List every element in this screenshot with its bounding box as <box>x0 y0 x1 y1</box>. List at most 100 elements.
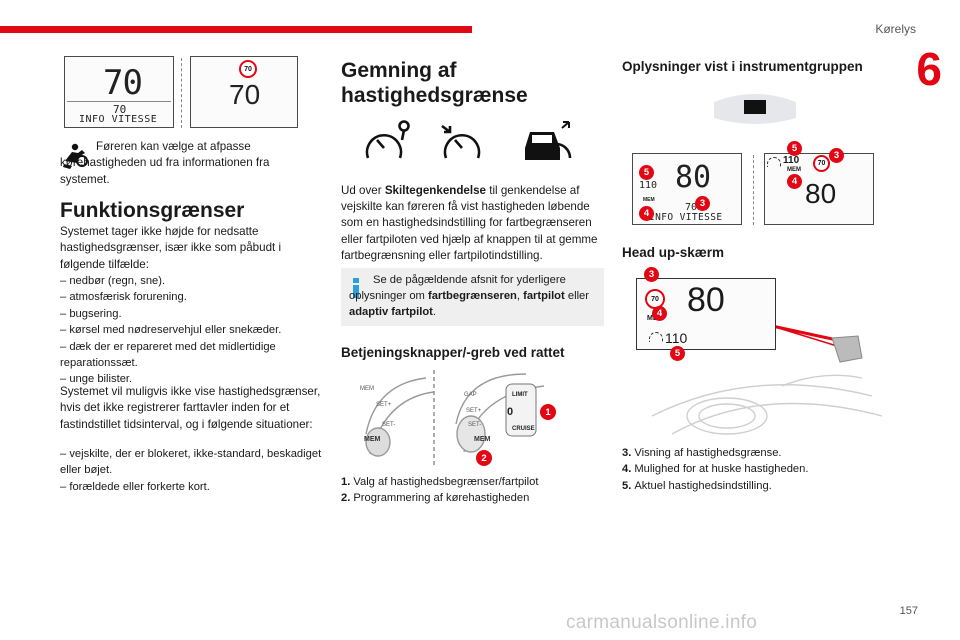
section-heading-memorize: Gemning af hastighedsgrænse <box>341 59 528 107</box>
label-set-plus-2: SET+ <box>466 408 482 414</box>
limits-list-2: – vejskilte, der er blokeret, ikke-stand… <box>60 446 322 495</box>
info-part: . <box>432 306 437 318</box>
hud-speed-big: 80 <box>687 281 725 319</box>
info-part: Se de pågældende afsnit for yderligere o… <box>349 274 566 302</box>
steering-stalk-illustration: MEM SET+ SET- MEM GAP SET+ SET- MEM LIMI… <box>356 364 556 468</box>
item-text: Mulighed for at huske hastigheden. <box>634 463 809 476</box>
list-item: 3.Visning af hastighedsgrænse. <box>622 445 892 461</box>
callout-2: 2 <box>476 450 492 466</box>
list-item: – nedbør (regn, sne). <box>60 275 166 287</box>
speed-display-1: 70 70 INFO VITESSE <box>64 56 174 128</box>
list-item: – unge bilister. <box>60 373 133 386</box>
cluster-panel-b: 110 MEM 70 80 5 3 4 <box>764 141 874 225</box>
hud-speed-small: 110 <box>665 330 688 346</box>
limits-intro: Systemet tager ikke højde for nedsatte h… <box>60 225 282 271</box>
para-text: Ud over <box>341 184 385 197</box>
chapter-color-bar <box>0 26 472 33</box>
display-speed-big: 70 <box>103 63 143 103</box>
callout-5: 5 <box>787 141 802 156</box>
callout-3: 3 <box>829 148 844 163</box>
label-set-plus: SET+ <box>376 402 392 408</box>
speed-display-2: 70 70 <box>190 56 298 128</box>
subheading-hud: Head up-skærm <box>622 245 725 260</box>
info-part: adaptiv fartpilot <box>349 306 433 318</box>
info-part: eller <box>564 290 589 302</box>
callout-5: 5 <box>639 165 654 180</box>
watermark: carmanualsonline.info <box>566 612 758 633</box>
panel-mem: MEM <box>787 167 801 173</box>
info-part: , <box>516 290 524 302</box>
image-divider <box>181 58 182 128</box>
label-cruise: CRUISE <box>512 426 535 432</box>
list-item: 5.Aktuel hastighedsindstilling. <box>622 478 892 494</box>
callout-4: 4 <box>652 306 667 321</box>
item-text: Visning af hastighedsgrænse. <box>634 447 782 459</box>
limits-para2: Systemet vil muligvis ikke vise hastighe… <box>60 385 321 431</box>
info-text: Se de pågældende afsnit for yderligere o… <box>349 272 599 320</box>
callout-4: 4 <box>639 206 654 221</box>
callout-5: 5 <box>670 346 685 361</box>
label-zero: 0 <box>507 406 514 418</box>
para-bold: Skiltegenkendelse <box>384 184 486 197</box>
cluster-speed-small: 110 <box>639 180 658 191</box>
panel-speed-big: 80 <box>805 178 837 209</box>
label-set-minus: SET- <box>382 422 396 428</box>
page-number: 157 <box>899 605 918 617</box>
item-num: 2. <box>341 492 351 505</box>
para-text: til genkendelse af vejskilte kan føreren… <box>341 184 598 262</box>
list-item: – vejskilte, der er blokeret, ikke-stand… <box>60 448 322 477</box>
list-item: 2.Programmering af kørehastigheden <box>341 490 605 506</box>
cluster-speed-small-2: 70 <box>685 202 698 213</box>
callout-1: 1 <box>540 404 556 420</box>
speedo-icons-row <box>362 118 582 168</box>
callout-3: 3 <box>644 267 659 282</box>
item-num: 3. <box>622 447 632 459</box>
memorize-paragraph: Ud over Skiltegenkendelse til genkendels… <box>341 183 605 264</box>
info-part: fartbegrænseren <box>427 290 517 302</box>
list-item: – kørsel med nødreservehjul eller snekæd… <box>60 324 282 337</box>
label-gap: GAP <box>464 392 477 398</box>
display-info-text: INFO VITESSE <box>79 114 158 125</box>
gauge-icon <box>767 157 781 167</box>
item-text: Programmering af kørehastigheden <box>353 492 530 505</box>
info-part: fartpilot <box>523 290 565 302</box>
label-limit: LIMIT <box>512 392 528 398</box>
speed-limit-sign: 70 <box>813 155 830 172</box>
item-text: Aktuel hastighedsindstilling. <box>634 479 772 492</box>
list-item: – forældede eller forkerte kort. <box>60 480 210 493</box>
display-divider <box>67 101 171 102</box>
list-item: 4.Mulighed for at huske hastigheden. <box>622 461 892 477</box>
list-item: – bugsering. <box>60 307 122 320</box>
controls-list: 1.Valg af hastighedsbegrænser/fartpilot … <box>341 474 605 507</box>
item-num: 1. <box>341 476 351 488</box>
speed-limit-sign: 70 <box>239 60 257 78</box>
chapter-title: Kørelys <box>875 22 916 36</box>
display-speed-small: 70 <box>113 103 127 116</box>
label-mem-3: MEM <box>474 436 491 443</box>
item-num: 4. <box>622 463 632 476</box>
label-set-minus-2: SET- <box>468 422 482 428</box>
section-heading-limits: Funktionsgrænser <box>60 199 245 222</box>
hud-illustration: 70 80 MEM 110 3 4 5 <box>632 266 894 436</box>
instrument-cluster-icon <box>710 90 800 126</box>
list-item: – dæk der er repareret med det midlertid… <box>60 340 276 370</box>
info-box: Se de pågældende afsnit for yderligere o… <box>341 268 604 326</box>
item-text: Valg af hastighedsbegrænser/fartpilot <box>353 476 539 488</box>
panel-top-speed: 110 <box>783 155 800 166</box>
subheading-controls: Betjeningsknapper/-greb ved rattet <box>341 345 565 360</box>
label-mem: MEM <box>360 386 374 392</box>
list-item: 1.Valg af hastighedsbegrænser/fartpilot <box>341 474 605 490</box>
list-item: – atmosfærisk forurening. <box>60 291 187 304</box>
item-num: 5. <box>622 479 632 492</box>
display-speed-big: 70 <box>229 79 261 110</box>
cluster-list: 3.Visning af hastighedsgrænse. 4.Mulighe… <box>622 445 892 494</box>
cluster-mem-text: MEM <box>643 197 655 203</box>
chapter-number: 6 <box>916 43 942 95</box>
cluster-info-text: INFO VITESSE <box>649 212 723 223</box>
cluster-speed-big: 80 <box>675 160 712 195</box>
info-icon <box>351 278 361 298</box>
callout-4: 4 <box>787 174 802 189</box>
driver-icon <box>60 141 90 171</box>
image-divider <box>753 155 754 225</box>
gauge-icon <box>649 332 663 342</box>
